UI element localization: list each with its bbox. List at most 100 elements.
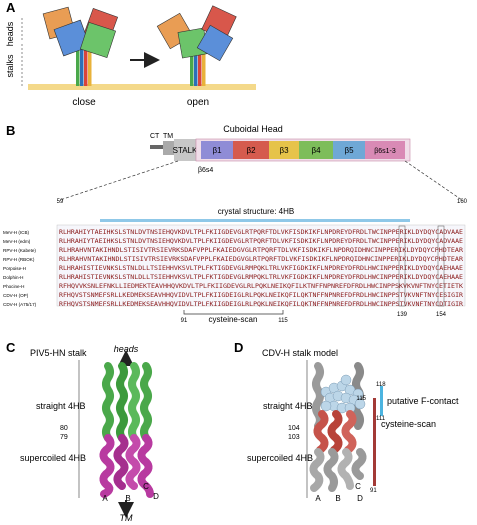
f-contact-label: putative F-contact xyxy=(387,396,459,406)
domain-b1-label: β1 xyxy=(212,146,222,155)
seq-name: CDV-H (A75/17) xyxy=(3,302,37,307)
panel-d: D CDV-H stalk model straight 4HB superco… xyxy=(234,340,459,503)
tm-segment xyxy=(163,141,174,155)
f-contact-spheres xyxy=(320,374,366,414)
seq-row: RFHQVSTSNMEFSRLLKEDMEKSEAVHHQVIDVLTPLFKI… xyxy=(59,301,463,308)
f-contact-bar xyxy=(380,386,383,416)
panel-c: C PIV5-HN stalk heads straight 4HB super… xyxy=(6,340,159,523)
helix-a-label-d: A xyxy=(315,494,321,503)
closed-stalk-bundle xyxy=(76,42,92,86)
domain-b4-label: β4 xyxy=(311,146,321,155)
beta-domains: β1 β2 β3 β4 β5 β6s1-3 xyxy=(201,141,405,159)
seq-row: RFHQVVKSNLEFNKLLIEDMEKTEAVHHQVKDVLTPLFKI… xyxy=(59,283,463,290)
stalks-label: stalks xyxy=(5,54,15,78)
cysteine-scan-label: cysteine-scan xyxy=(209,315,258,324)
residue-104: 104 xyxy=(288,425,300,432)
helix-c-label-d: C xyxy=(355,482,361,491)
beta6s4-label: β6s4 xyxy=(198,167,213,174)
seq-name: RPV-H (RBOK) xyxy=(3,257,35,262)
domain-b3-label: β3 xyxy=(279,146,289,155)
heads-direction-label: heads xyxy=(114,344,139,354)
domain-b6-label: β6s1-3 xyxy=(374,148,396,155)
highlight-154 xyxy=(437,225,445,307)
highlight-139 xyxy=(398,225,406,307)
pos-end: 160 xyxy=(457,199,468,205)
residue-115: 115 xyxy=(356,396,366,402)
seq-name: CDV-H (OP) xyxy=(3,293,29,298)
seq-row: RLHRAHVNTAKIHNDLSTISIVTRSIEVRKSDAFVPPLFK… xyxy=(59,256,463,263)
helix-d-label-d: D xyxy=(357,494,363,503)
supercoiled-4hb-label: supercoiled 4HB xyxy=(20,453,86,463)
panel-c-letter: C xyxy=(6,340,16,355)
seq-row: RFHQVSTSNMEFSRLLKEDMEKSEAVHHQVIDVLTPLFKI… xyxy=(59,292,463,299)
cys-start: 91 xyxy=(181,318,188,324)
cysteine-scan-bracket xyxy=(183,310,284,315)
domain-b5-label: β5 xyxy=(344,146,354,155)
tm-direction-label: TM xyxy=(120,513,133,523)
crystal-structure-bar xyxy=(100,219,410,222)
seq-row: RLHRAHIYTAEIHKSLSTNLDVTNSIEHQVKDVLTPLFKI… xyxy=(59,229,463,236)
helix-a-label: A xyxy=(102,494,108,503)
helix-d-label: D xyxy=(153,492,159,501)
residue-118: 118 xyxy=(376,382,386,388)
seq-name: Dolphin-H xyxy=(3,275,23,280)
cdv-red-helices xyxy=(313,410,357,454)
helix-b-label: B xyxy=(125,494,130,503)
seq-name: RPV-H (Kabete) xyxy=(3,248,36,253)
zoom-line-right xyxy=(404,160,463,201)
seq-name: Phocine-H xyxy=(3,284,24,289)
panel-b-letter: B xyxy=(6,123,15,138)
domain-b2-label: β2 xyxy=(246,146,256,155)
ct-label: CT xyxy=(150,133,160,140)
cysteine-scan-bar xyxy=(373,398,376,486)
panel-c-title: PIV5-HN stalk xyxy=(30,348,87,358)
cdv-lower-helices xyxy=(309,448,367,492)
panel-b: B CT TM STALK Cuboidal Head β1 β2 β3 β4 … xyxy=(3,123,468,324)
panel-a: A heads stalks close xyxy=(5,0,256,108)
straight-4hb-label: straight 4HB xyxy=(36,401,86,411)
residue-79: 79 xyxy=(60,434,68,441)
residue-103: 103 xyxy=(288,434,300,441)
domain-b3 xyxy=(269,141,299,159)
tm-label: TM xyxy=(163,133,173,140)
seq-row: RLHRAHISTIEVNKSLSTNLDLLTSIEHHVKSVLTPLFKT… xyxy=(59,265,463,272)
open-label: open xyxy=(187,97,209,108)
closed-heads xyxy=(42,6,119,59)
panel-d-title: CDV-H stalk model xyxy=(262,348,338,358)
close-label: close xyxy=(72,97,96,108)
ct-segment xyxy=(150,145,163,149)
heads-label: heads xyxy=(5,21,15,46)
domain-b5 xyxy=(333,141,365,159)
domain-b1 xyxy=(201,141,233,159)
seq-row: RLHRAHIYTAEIHKSLSTNLDVTNSIEHQVKDVLTPLFKI… xyxy=(59,238,463,245)
alignment-names: MeV-H (ICB) MeV-H (edm) RPV-H (Kabete) R… xyxy=(3,230,37,307)
supercoiled-helices xyxy=(99,434,154,498)
pos-139: 139 xyxy=(397,312,408,318)
residue-80: 80 xyxy=(60,425,68,432)
cuboidal-head-label: Cuboidal Head xyxy=(223,124,283,134)
domain-b2 xyxy=(233,141,269,159)
residue-111: 111 xyxy=(376,416,386,422)
zoom-line-left xyxy=(59,160,179,201)
panel-a-letter: A xyxy=(6,0,16,15)
cys-end: 115 xyxy=(278,318,288,324)
stalk-segment xyxy=(174,139,196,161)
pos-start: 59 xyxy=(57,199,64,205)
membrane xyxy=(28,84,256,90)
residue-91: 91 xyxy=(370,488,377,494)
panel-d-letter: D xyxy=(234,340,243,355)
supercoiled-4hb-label-d: supercoiled 4HB xyxy=(247,453,313,463)
pos-154: 154 xyxy=(436,312,447,318)
seq-row: RLHRAHISTIEVNKSLSTNLDLLTSIEHHVKSVLTPLFKT… xyxy=(59,274,463,281)
alignment-sequences: RLHRAHIYTAEIHKSLSTNLDVTNSIEHQVKDVLTPLFKI… xyxy=(59,229,463,308)
crystal-structure-label: crystal structure: 4HB xyxy=(218,207,294,216)
stalk-label: STALK xyxy=(173,146,198,155)
open-stalk-bundle xyxy=(190,48,206,86)
seq-row: RLHRAHVNTAKIHNDLSTISIVTRSIEVRKSDAFVPPLFK… xyxy=(59,247,463,254)
cysteine-scan-label-d: cysteine-scan xyxy=(381,419,436,429)
seq-name: MeV-H (ICB) xyxy=(3,230,30,235)
seq-name: MeV-H (edm) xyxy=(3,239,31,244)
domain-b6 xyxy=(365,141,405,159)
helix-b-label-d: B xyxy=(335,494,340,503)
